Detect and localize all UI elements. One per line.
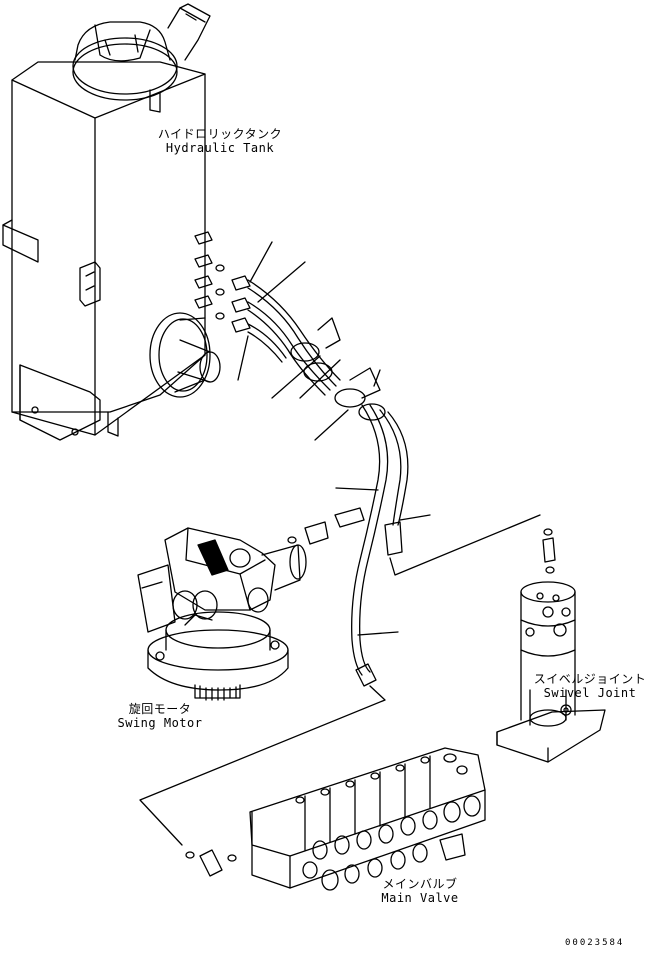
swing-motor-label-en: Swing Motor <box>117 716 203 730</box>
swing-motor-label: 旋回モータ Swing Motor <box>110 702 210 730</box>
hydraulic-tank-label: ハイドロリックタンク Hydraulic Tank <box>140 127 300 155</box>
swivel-joint-label: スイベルジョイント Swivel Joint <box>525 672 655 700</box>
main-valve-label-jp: メインバルブ <box>382 877 458 891</box>
main-valve-label: メインバルブ Main Valve <box>365 877 475 905</box>
hydraulic-tank-label-en: Hydraulic Tank <box>165 141 275 155</box>
main-valve-drawing <box>140 686 485 890</box>
hose-bundle <box>232 242 430 686</box>
main-valve-label-en: Main Valve <box>381 891 459 905</box>
swivel-joint-label-en: Swivel Joint <box>543 686 637 700</box>
swivel-joint-label-jp: スイベルジョイント <box>533 672 647 686</box>
swing-motor-drawing <box>138 528 306 700</box>
drawing-number: 00023584 <box>565 938 625 948</box>
swing-motor-label-jp: 旋回モータ <box>128 702 192 716</box>
hydraulic-tank-label-jp: ハイドロリックタンク <box>157 127 283 141</box>
swivel-joint-drawing <box>390 515 605 762</box>
hydraulic-tank-drawing <box>3 4 224 440</box>
